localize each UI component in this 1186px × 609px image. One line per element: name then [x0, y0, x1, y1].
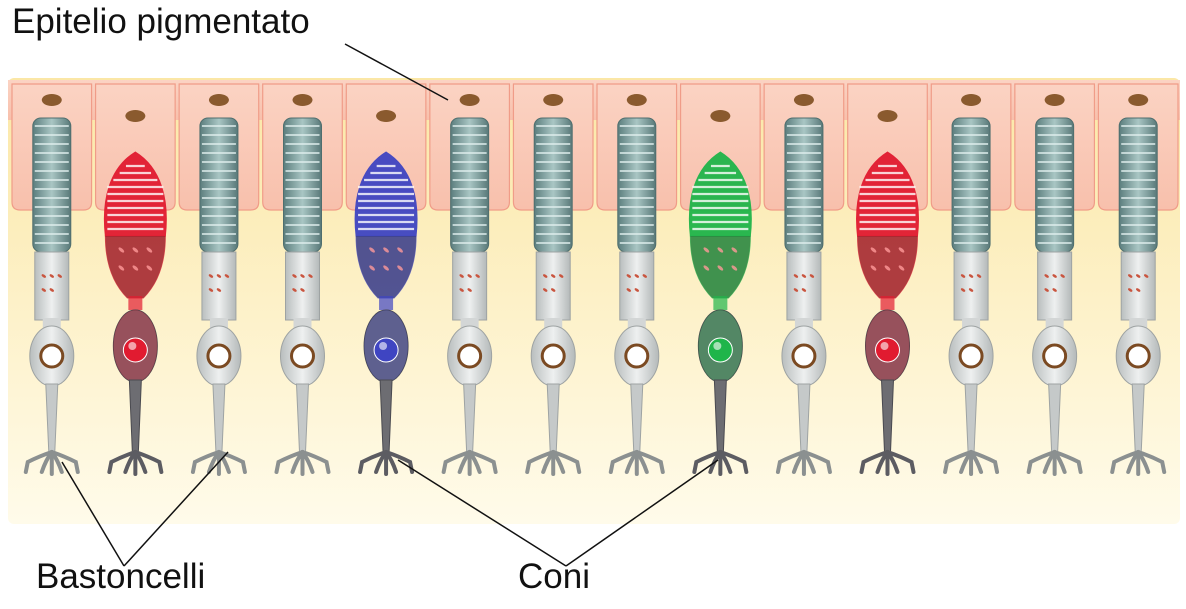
- rod-outer-segment: [33, 118, 71, 252]
- pigment-granule: [42, 94, 62, 106]
- nucleus-highlight: [713, 342, 721, 350]
- cone-nucleus: [876, 338, 900, 362]
- rod-nucleus: [793, 345, 815, 367]
- rod-inner-segment: [453, 252, 487, 320]
- rod-nucleus: [459, 345, 481, 367]
- rods-label: Bastoncelli: [36, 557, 205, 597]
- rod-inner-segment: [620, 252, 654, 320]
- rod-nucleus: [292, 345, 314, 367]
- cone-neck: [713, 296, 727, 310]
- cone-nucleus: [708, 338, 732, 362]
- rod-outer-segment: [618, 118, 656, 252]
- pigment-granule: [376, 110, 396, 122]
- rod-outer-segment: [284, 118, 322, 252]
- rod-outer-segment: [1036, 118, 1074, 252]
- rod-inner-segment: [954, 252, 988, 320]
- pigment-granule: [1045, 94, 1065, 106]
- rod-nucleus: [41, 345, 63, 367]
- rod-inner-segment: [1038, 252, 1072, 320]
- rod-nucleus: [1044, 345, 1066, 367]
- nucleus-highlight: [881, 342, 889, 350]
- rod-outer-segment: [1119, 118, 1157, 252]
- pigment-granule: [460, 94, 480, 106]
- rod-inner-segment: [35, 252, 69, 320]
- rod-nucleus: [626, 345, 648, 367]
- rod-inner-segment: [1121, 252, 1155, 320]
- rod-outer-segment: [200, 118, 238, 252]
- cones-label: Coni: [518, 557, 590, 597]
- pigment-granule: [1128, 94, 1148, 106]
- pigment-granule: [627, 94, 647, 106]
- rod-inner-segment: [536, 252, 570, 320]
- pigment-granule: [878, 110, 898, 122]
- rod-inner-segment: [286, 252, 320, 320]
- pigment-granule: [961, 94, 981, 106]
- cone-nucleus: [374, 338, 398, 362]
- pigment-granule: [209, 94, 229, 106]
- nucleus-highlight: [379, 342, 387, 350]
- pigment-granule: [710, 110, 730, 122]
- rod-nucleus: [1127, 345, 1149, 367]
- rod-outer-segment: [451, 118, 489, 252]
- rod-nucleus: [542, 345, 564, 367]
- rod-inner-segment: [202, 252, 236, 320]
- cone-neck: [379, 296, 393, 310]
- rod-inner-segment: [787, 252, 821, 320]
- rod-outer-segment: [534, 118, 572, 252]
- rod-nucleus: [208, 345, 230, 367]
- rod-outer-segment: [952, 118, 990, 252]
- cone-neck: [128, 296, 142, 310]
- pigment-granule: [794, 94, 814, 106]
- cone-nucleus: [123, 338, 147, 362]
- pigment-granule: [543, 94, 563, 106]
- nucleus-highlight: [128, 342, 136, 350]
- rod-outer-segment: [785, 118, 823, 252]
- pigment-granule: [293, 94, 313, 106]
- cone-neck: [881, 296, 895, 310]
- pigment-epithelium-label: Epitelio pigmentato: [12, 2, 310, 42]
- rod-nucleus: [960, 345, 982, 367]
- pigment-granule: [125, 110, 145, 122]
